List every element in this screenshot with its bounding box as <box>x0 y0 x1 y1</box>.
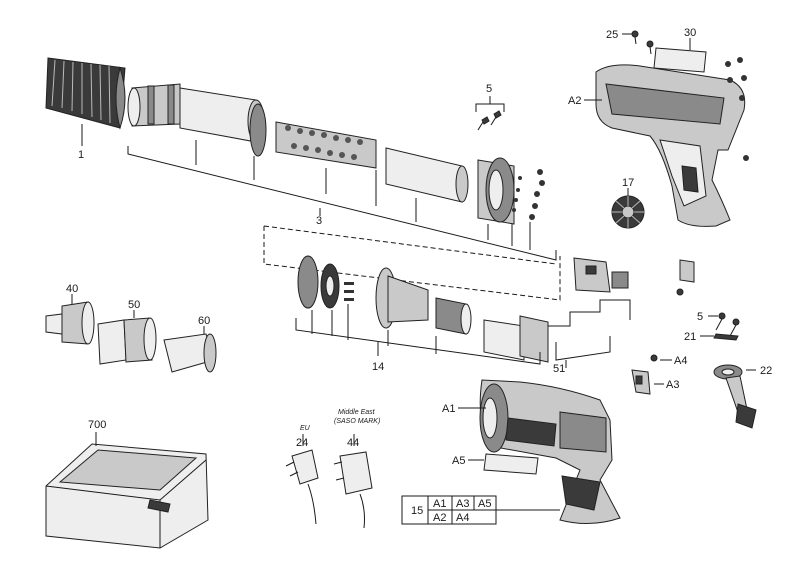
label-A4: A4 <box>674 355 687 367</box>
part-700-carrying-case <box>45 432 209 549</box>
kit-cell-r2c2: A4 <box>456 512 469 524</box>
label-51: 51 <box>553 363 565 375</box>
label-60: 60 <box>198 315 210 327</box>
part-cable-clamp <box>676 259 695 296</box>
label-A3: A3 <box>666 379 679 391</box>
part-1-cone-nozzle <box>45 57 126 146</box>
part-60-flat-nozzle <box>163 326 217 373</box>
part-A5-label <box>468 453 539 475</box>
kit-table-15: 15 A1 A3 A5 A2 A4 <box>401 495 560 525</box>
part-21-strain-relief <box>700 333 739 341</box>
part-A3-switch-cover <box>631 369 664 395</box>
kit-cell-r1c3: A5 <box>478 498 491 510</box>
part-22-cord-sleeve <box>713 364 757 429</box>
part-14-motor-assembly <box>263 225 561 365</box>
label-1: 1 <box>78 149 84 161</box>
part-30-rating-label <box>653 38 707 73</box>
part-3-heating-tube-assembly <box>127 83 557 261</box>
label-30: 30 <box>684 27 696 39</box>
part-51-switch-assembly <box>548 257 631 368</box>
kit-cell-r1c2: A3 <box>456 498 469 510</box>
part-24-eu-power-cord <box>285 434 319 525</box>
label-700: 700 <box>88 419 106 431</box>
part-40-reducer-nozzle <box>45 294 95 345</box>
part-A4-screw <box>650 354 672 362</box>
part-44-middle-east-power-cord <box>333 434 373 529</box>
label-3: 3 <box>316 215 322 227</box>
note-middle-east: Middle East <box>338 409 376 416</box>
label-44: 44 <box>347 437 359 449</box>
part-17-fan <box>611 188 645 229</box>
note-eu: EU <box>300 425 311 432</box>
label-A1: A1 <box>442 403 455 415</box>
label-A5: A5 <box>452 455 465 467</box>
part-50-deflector <box>97 310 157 365</box>
label-14: 14 <box>372 361 384 373</box>
label-5-upper: 5 <box>486 83 492 95</box>
kit-cell-r2c1: A2 <box>433 512 446 524</box>
label-25: 25 <box>606 29 618 41</box>
label-21: 21 <box>684 331 696 343</box>
part-5-screws-upper <box>475 96 505 131</box>
note-saso-mark: (SASO MARK) <box>334 418 380 425</box>
part-A1-housing-half-left <box>458 379 621 524</box>
label-24: 24 <box>296 437 308 449</box>
label-17: 17 <box>622 177 634 189</box>
label-22: 22 <box>760 365 772 377</box>
label-50: 50 <box>128 299 140 311</box>
part-25-screw <box>622 30 654 55</box>
part-5-screws-lower <box>708 312 740 337</box>
label-5-lower: 5 <box>697 311 703 323</box>
kit-cell-r1c1: A1 <box>433 498 446 510</box>
part-A2-housing-half-right <box>584 57 749 227</box>
label-A2: A2 <box>568 95 581 107</box>
label-40: 40 <box>66 283 78 295</box>
kit-number: 15 <box>411 505 423 517</box>
